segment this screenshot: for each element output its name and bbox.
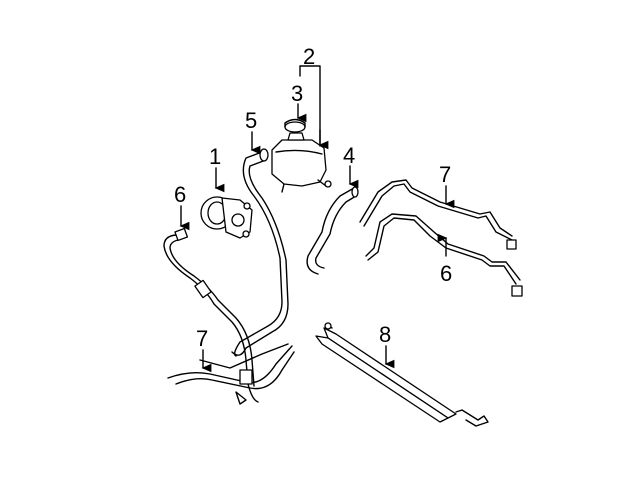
callout-6-left: 6 (174, 182, 186, 207)
callout-8: 8 (379, 322, 391, 347)
callout-labels: 1 2 3 4 5 6 6 7 7 8 (174, 44, 452, 351)
leader-2-bracket (299, 65, 321, 147)
leader-lines (179, 65, 455, 373)
reservoir-cap-part (284, 118, 306, 133)
cooler-part (315, 322, 489, 427)
callout-6-right: 6 (440, 261, 452, 286)
cooler-lines-left-part (167, 343, 295, 405)
rigid-line-lower-part (365, 213, 523, 297)
callout-4: 4 (343, 143, 355, 168)
callout-7-right: 7 (439, 162, 451, 187)
callout-2: 2 (303, 44, 315, 69)
callout-3: 3 (291, 81, 303, 106)
pump-part (200, 196, 253, 239)
reservoir-part (271, 132, 332, 193)
hose-part-4 (306, 186, 359, 275)
pressure-line-left-part (163, 227, 259, 403)
callout-7-left: 7 (196, 326, 208, 351)
callout-5: 5 (245, 108, 257, 133)
return-hose-part (231, 148, 289, 357)
rigid-line-upper-part (359, 179, 517, 250)
callout-1: 1 (209, 144, 221, 169)
